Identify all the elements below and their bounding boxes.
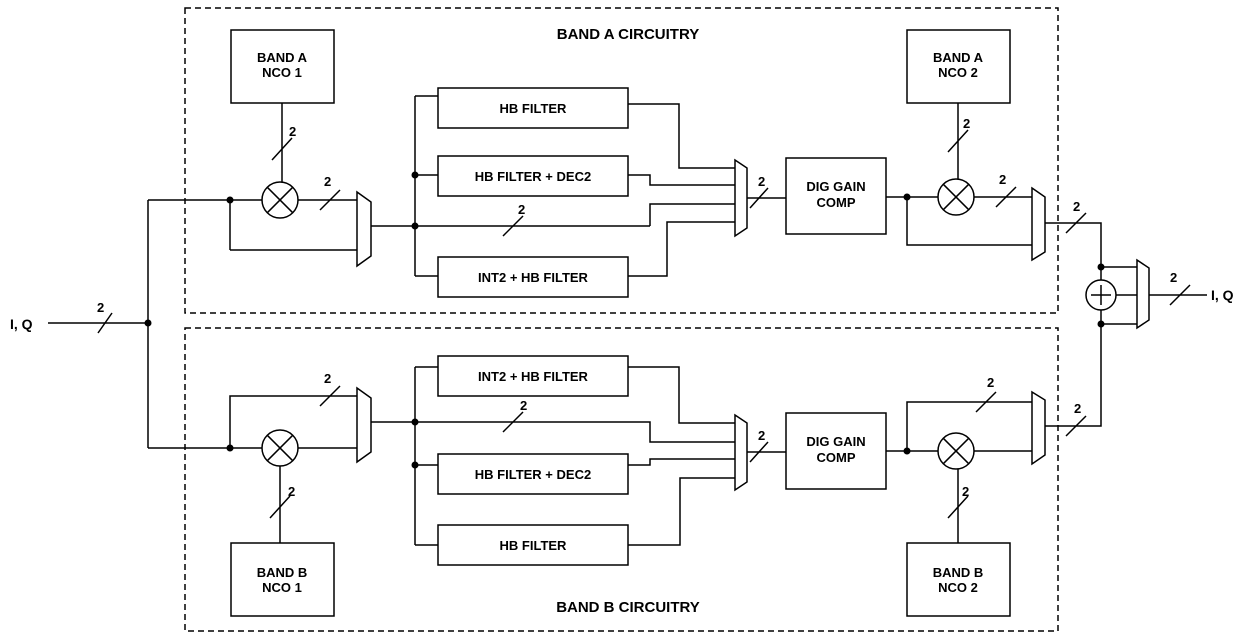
band-a-nco2-line1: BAND A [933,50,984,65]
band-a-int2-hb-filter-block [437,256,629,298]
bus-width-label: 2 [758,428,765,443]
bus-width-label: 2 [518,202,525,217]
mux-icon [1031,186,1046,262]
bus-width-label: 2 [520,398,527,413]
band-a-region [184,7,1059,314]
band-b-hb-filter-label: HB FILTER [500,538,568,553]
band-b-nco1-block [230,542,335,617]
band-b-region [184,327,1059,632]
band-a-nco2-line2: NCO 2 [938,65,978,80]
band-a-hb-filter-label: HB FILTER [500,101,568,116]
output-label: I, Q [1211,287,1234,303]
band-a-hb-filter-dec2-block [437,155,629,197]
mixer-icon [937,432,975,470]
band-b-dig-gain-comp-line1: DIG GAIN [806,434,865,449]
band-b-circuitry-title: BAND B CIRCUITRY [556,599,700,616]
mux-icon [734,158,748,238]
band-a-dig-gain-comp-block [785,157,887,235]
bus-width-label: 2 [758,174,765,189]
band-b-hb-filter-dec2-block [437,453,629,495]
bus-width-label: 2 [1170,270,1177,285]
mixer-icon [937,178,975,216]
bus-width-label: 2 [1073,199,1080,214]
band-a-nco2-block [906,29,1011,104]
bus-width-label: 2 [324,371,331,386]
mux-icon [356,386,372,464]
bus-width-label: 2 [999,172,1006,187]
band-a-dig-gain-comp-line2: COMP [817,195,856,210]
mux-icon [1031,390,1046,466]
band-b-nco2-line2: NCO 2 [938,580,978,595]
input-label: I, Q [10,316,33,332]
band-b-dig-gain-comp-line2: COMP [817,450,856,465]
band-b-int2-hb-filter-block [437,355,629,397]
band-a-dig-gain-comp-line1: DIG GAIN [806,179,865,194]
band-b-nco2-line1: BAND B [933,565,984,580]
mux-icon [356,190,372,268]
bus-width-label: 2 [962,484,969,499]
mixer-icon [261,429,299,467]
band-a-hb-filter-dec2-label: HB FILTER + DEC2 [475,169,591,184]
band-a-hb-filter-block [437,87,629,129]
bus-width-label: 2 [1074,401,1081,416]
band-b-nco1-line2: NCO 1 [262,580,302,595]
band-b-dig-gain-comp-block [785,412,887,490]
band-a-nco1-line1: BAND A [257,50,308,65]
mux-icon [1136,258,1150,330]
bus-width-label: 2 [963,116,970,131]
adder-icon [1085,279,1117,311]
band-b-hb-filter-dec2-label: HB FILTER + DEC2 [475,467,591,482]
band-b-nco1-line1: BAND B [257,565,308,580]
bus-width-markers: 2 2 2 2 2 2 2 2 2 2 2 2 2 2 2 2 [97,116,1191,519]
band-a-circuitry-title: BAND A CIRCUITRY [557,26,700,43]
bus-width-label: 2 [289,124,296,139]
band-a-nco1-line2: NCO 1 [262,65,302,80]
band-b-nco2-block [906,542,1011,617]
mux-icon [734,413,748,492]
bus-width-label: 2 [324,174,331,189]
band-a-int2-hb-filter-label: INT2 + HB FILTER [478,270,589,285]
bus-width-label: 2 [97,300,104,315]
band-b-int2-hb-filter-label: INT2 + HB FILTER [478,369,589,384]
bus-width-label: 2 [288,484,295,499]
bus-width-label: 2 [987,375,994,390]
mixer-icon [261,181,299,219]
